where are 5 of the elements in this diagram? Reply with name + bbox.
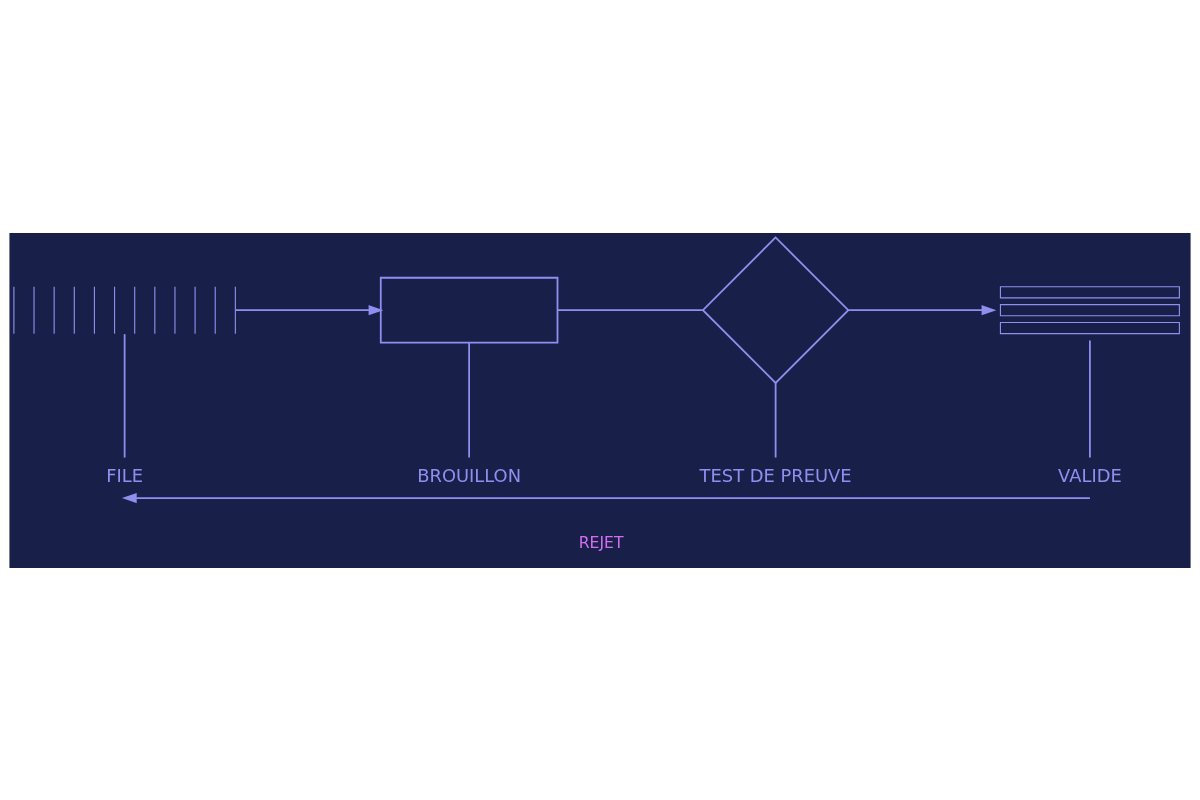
node-text: VALIDE xyxy=(1058,464,1122,486)
node-text: BROUILLON xyxy=(417,464,522,486)
node-text: FILE xyxy=(106,464,144,486)
node-text: TEST DE PREUVE xyxy=(699,464,852,486)
edge-label: REJET xyxy=(578,532,624,552)
